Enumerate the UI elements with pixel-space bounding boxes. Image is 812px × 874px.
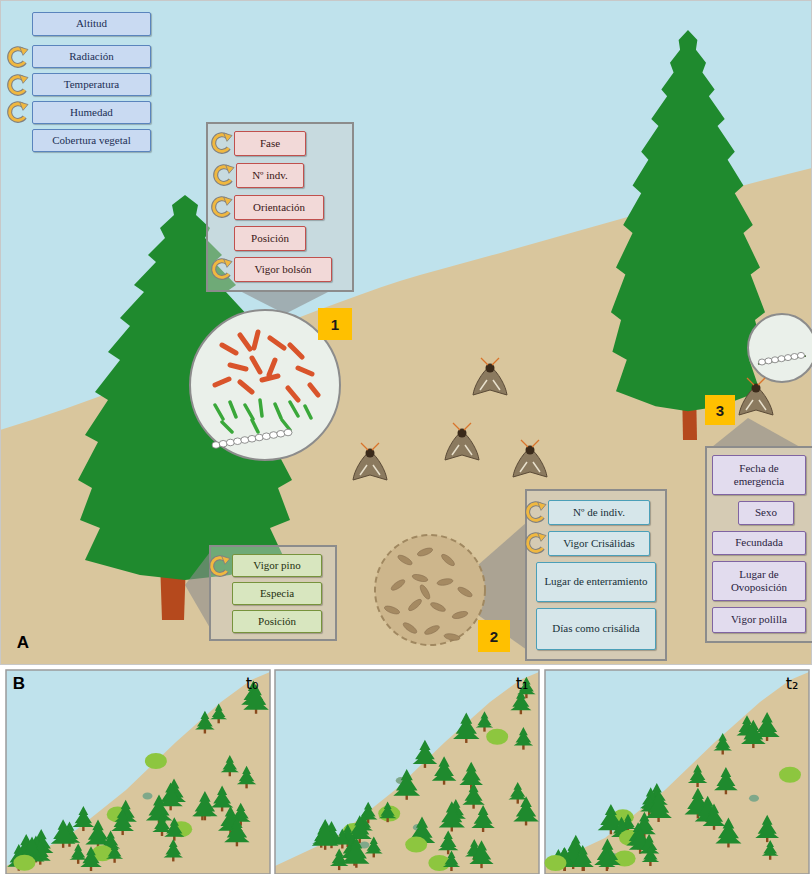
variable-label: Sexo	[755, 506, 777, 519]
variable-label: Vigor polilla	[731, 613, 787, 626]
panel-letter: B	[6, 671, 32, 697]
variable-box: Vigor Crisálidas	[548, 531, 650, 556]
variable-label: Fecundada	[735, 536, 783, 549]
variable-label: Posición	[258, 615, 296, 628]
variable-label: Temperatura	[64, 78, 119, 91]
variable-box: Temperatura	[32, 73, 151, 96]
variable-label: Fase	[260, 137, 280, 150]
variable-box: Vigor bolsón	[234, 257, 332, 282]
variable-label: Vigor bolsón	[254, 263, 311, 276]
pupae-soil	[375, 535, 485, 645]
panel-letter: A	[10, 630, 36, 656]
variable-box: Nº de indiv.	[548, 500, 650, 525]
variable-box: Humedad	[32, 101, 151, 124]
variable-box: Posición	[234, 226, 306, 251]
variable-label: Días como crisálida	[552, 622, 639, 635]
variable-box: Vigor polilla	[712, 607, 806, 633]
variable-label: Orientación	[253, 201, 305, 214]
variable-box: Sexo	[738, 501, 794, 525]
variable-box: Especia	[232, 582, 322, 605]
variable-box: Orientación	[234, 195, 324, 220]
variable-label: Especia	[260, 587, 294, 600]
variable-label: Humedad	[70, 106, 113, 119]
panel-a-scene	[0, 0, 812, 665]
variable-box: Fecundada	[712, 531, 806, 555]
variable-box: Lugar de Ovoposición	[712, 561, 806, 601]
variable-box: Fecha de emergencia	[712, 455, 806, 495]
time-label: t₁	[508, 671, 536, 695]
variable-box: Radiación	[32, 45, 151, 68]
variable-label: Vigor pino	[253, 559, 300, 572]
callout-number: 1	[318, 308, 352, 340]
variable-box: Fase	[234, 131, 306, 156]
time-label: t₀	[238, 671, 266, 695]
variable-box: Días como crisálida	[536, 608, 656, 650]
variable-label: Posición	[251, 232, 289, 245]
variable-label: Altitud	[76, 17, 107, 30]
egg-cluster	[748, 314, 812, 382]
time-label: t₂	[778, 671, 806, 695]
variable-box: Posición	[232, 610, 322, 633]
pine-tree	[611, 30, 765, 440]
variable-label: Nº indv.	[252, 169, 288, 182]
moth	[353, 358, 773, 480]
variable-box: Nº indv.	[236, 163, 304, 188]
variable-box: Cobertura vegetal	[32, 129, 151, 152]
variable-box: Altitud	[32, 12, 151, 36]
variable-label: Lugar de Ovoposición	[717, 568, 801, 594]
variable-box: Lugar de enterramiento	[536, 562, 656, 602]
variable-label: Lugar de enterramiento	[544, 575, 647, 588]
variable-label: Radiación	[69, 50, 114, 63]
variable-label: Vigor Crisálidas	[563, 537, 635, 550]
panel-b-scenes	[6, 670, 809, 874]
variable-box: Vigor pino	[232, 554, 322, 577]
variable-label: Cobertura vegetal	[52, 134, 131, 147]
callout-number: 2	[478, 620, 510, 652]
callout-number: 3	[705, 395, 735, 425]
variable-label: Nº de indiv.	[573, 506, 625, 519]
variable-label: Fecha de emergencia	[717, 462, 801, 488]
cycle-icon	[10, 47, 546, 574]
